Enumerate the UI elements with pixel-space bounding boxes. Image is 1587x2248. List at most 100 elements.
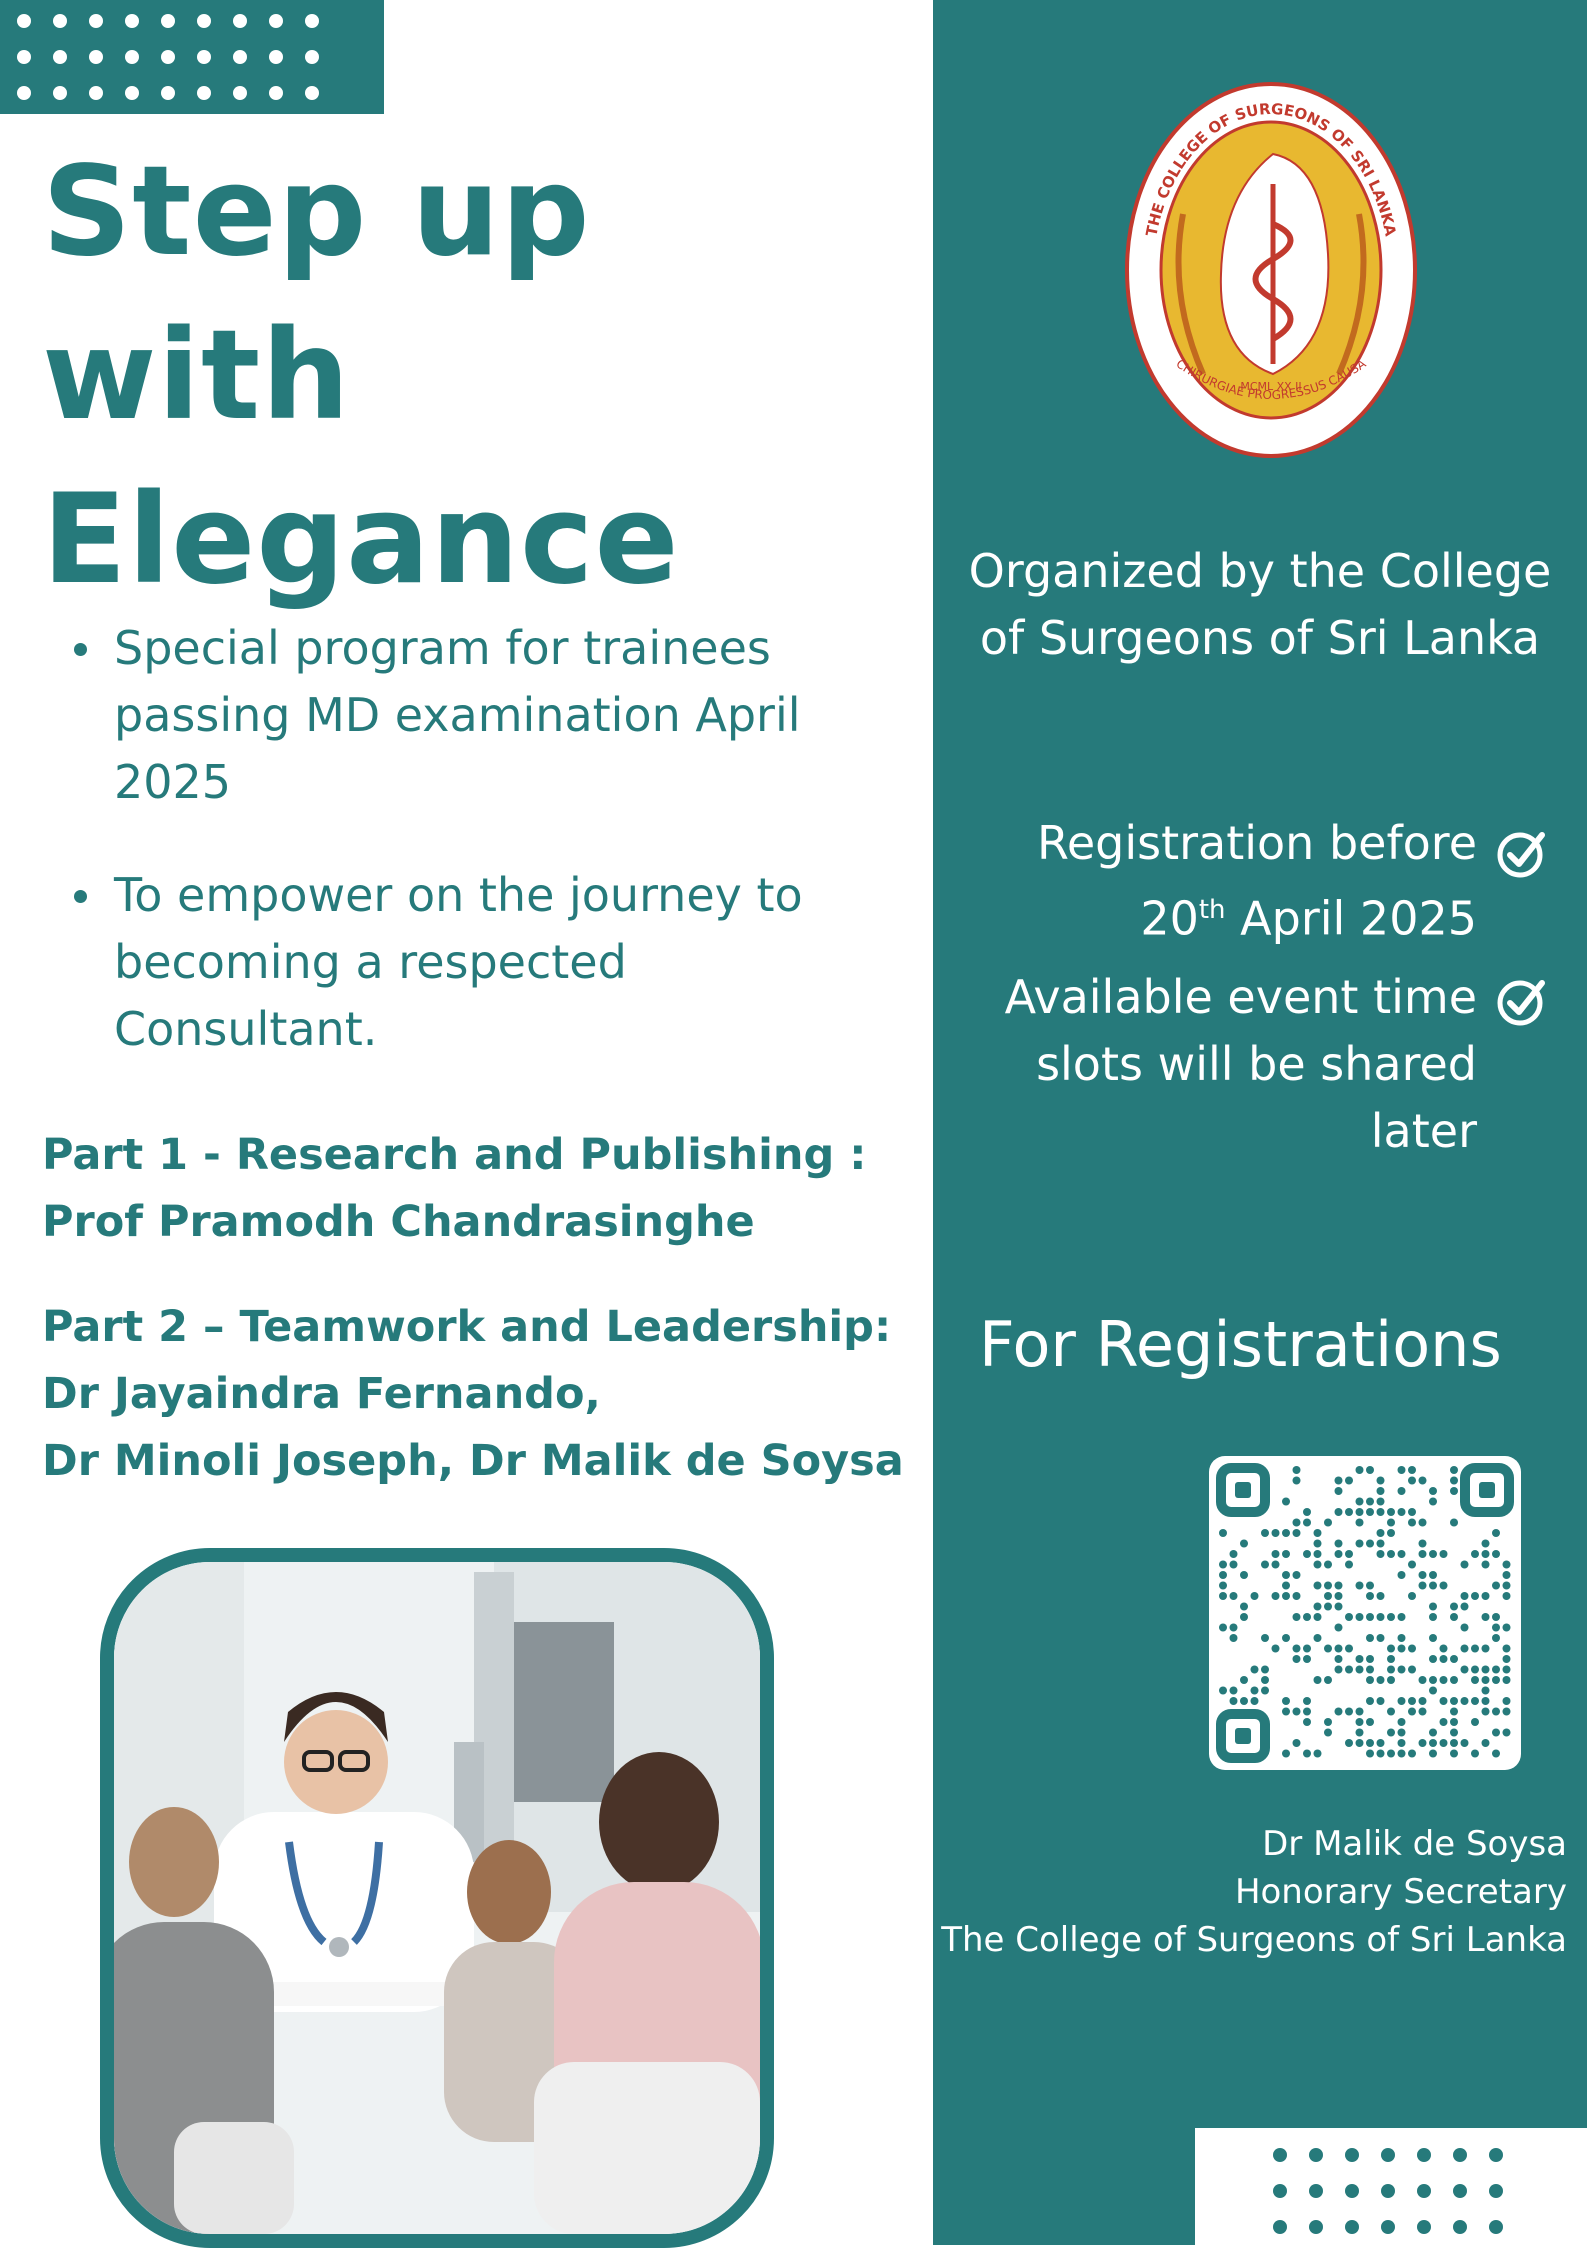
qr-module (1397, 1749, 1406, 1758)
qr-module (1240, 1539, 1248, 1548)
qr-module (1450, 1707, 1458, 1716)
qr-code-graphic (1216, 1463, 1514, 1763)
qr-module (1429, 1497, 1437, 1506)
registrations-heading: For Registrations (979, 1308, 1502, 1381)
qr-module (1492, 1665, 1500, 1674)
qr-module (1450, 1697, 1458, 1705)
qr-module (1366, 1581, 1374, 1590)
headline-line: Step up (42, 140, 591, 284)
qr-module (1240, 1602, 1248, 1611)
qr-module (1376, 1539, 1385, 1548)
qr-module (1418, 1476, 1427, 1485)
qr-module (1282, 1707, 1290, 1716)
qr-module (1376, 1487, 1385, 1495)
qr-module (1345, 1476, 1353, 1485)
signatory-name: Dr Malik de Soysa (1262, 1824, 1567, 1864)
right-info-panel: THE COLLEGE OF SURGEONS OF SRI LANKA CHI… (933, 0, 1587, 2245)
qr-module (1345, 1644, 1353, 1653)
qr-module (1345, 1665, 1353, 1674)
qr-module (1282, 1592, 1290, 1600)
qr-module (1261, 1529, 1269, 1537)
program-highlights-list: Special program for trainees passing MD … (72, 615, 934, 1109)
qr-module (1345, 1508, 1353, 1516)
qr-module (1261, 1686, 1269, 1695)
signatory-org: The College of Surgeons of Sri Lanka (941, 1920, 1567, 1960)
qr-module (1429, 1550, 1437, 1558)
qr-module (1313, 1550, 1322, 1558)
qr-module (1282, 1550, 1290, 1558)
qr-module (1471, 1697, 1479, 1705)
qr-module (1261, 1560, 1269, 1569)
qr-module (1261, 1676, 1269, 1684)
qr-module (1324, 1602, 1332, 1611)
qr-module (1366, 1466, 1374, 1474)
qr-module (1303, 1655, 1311, 1663)
qr-module (1376, 1550, 1385, 1558)
qr-module (1460, 1602, 1469, 1611)
qr-module (1292, 1707, 1301, 1716)
qr-module (1271, 1644, 1280, 1653)
qr-module (1450, 1476, 1458, 1485)
qr-module (1292, 1644, 1301, 1653)
qr-module (1471, 1592, 1479, 1600)
qr-module (1261, 1665, 1269, 1674)
decorative-dot-pattern-bottom (1195, 2128, 1587, 2245)
qr-module (1324, 1728, 1332, 1737)
qr-module (1418, 1676, 1427, 1684)
qr-module (1355, 1466, 1364, 1474)
qr-module (1471, 1749, 1479, 1758)
qr-module (1408, 1644, 1416, 1653)
qr-module (1355, 1655, 1364, 1663)
qr-module (1502, 1644, 1511, 1653)
qr-module (1387, 1518, 1395, 1527)
qr-module (1397, 1466, 1406, 1474)
qr-module (1450, 1739, 1458, 1747)
qr-module (1439, 1718, 1448, 1726)
check-circle-icon (1497, 980, 1545, 1026)
qr-module (1376, 1508, 1385, 1516)
qr-module (1502, 1655, 1511, 1663)
qr-module (1303, 1613, 1311, 1621)
registration-qr-code[interactable] (1209, 1456, 1521, 1770)
part-2-speakers: Dr Jayaindra Fernando, (42, 1369, 601, 1419)
qr-module (1334, 1487, 1343, 1495)
qr-module (1366, 1634, 1374, 1642)
qr-module (1439, 1581, 1448, 1590)
qr-module (1492, 1749, 1500, 1758)
qr-module (1345, 1560, 1353, 1569)
qr-module (1429, 1739, 1437, 1747)
qr-module (1229, 1560, 1238, 1569)
list-item: Special program for trainees passing MD … (74, 615, 934, 816)
qr-module (1292, 1476, 1301, 1485)
qr-module (1313, 1539, 1322, 1548)
qr-module (1376, 1476, 1385, 1485)
qr-module (1229, 1623, 1238, 1632)
qr-module (1492, 1676, 1500, 1684)
qr-module (1450, 1718, 1458, 1726)
qr-module (1502, 1581, 1511, 1590)
qr-module (1303, 1644, 1311, 1653)
qr-module (1408, 1508, 1416, 1516)
qr-module (1418, 1539, 1427, 1548)
qr-module (1303, 1518, 1311, 1527)
qr-module (1492, 1613, 1500, 1621)
qr-module (1460, 1592, 1469, 1600)
qr-module (1471, 1644, 1479, 1653)
qr-module (1366, 1613, 1374, 1621)
qr-module (1240, 1697, 1248, 1705)
qr-module (1355, 1707, 1364, 1716)
qr-module (1334, 1665, 1343, 1674)
qr-module (1240, 1676, 1248, 1684)
qr-module (1271, 1592, 1280, 1600)
qr-module (1471, 1550, 1479, 1558)
qr-module (1324, 1560, 1332, 1569)
qr-module (1418, 1707, 1427, 1716)
qr-module (1387, 1655, 1395, 1663)
qr-module (1303, 1697, 1311, 1705)
qr-module (1313, 1560, 1322, 1569)
list-item: To empower on the journey to becoming a … (74, 862, 934, 1063)
qr-module (1502, 1665, 1511, 1674)
qr-module (1324, 1592, 1332, 1600)
qr-module (1282, 1529, 1290, 1537)
qr-module (1366, 1739, 1374, 1747)
